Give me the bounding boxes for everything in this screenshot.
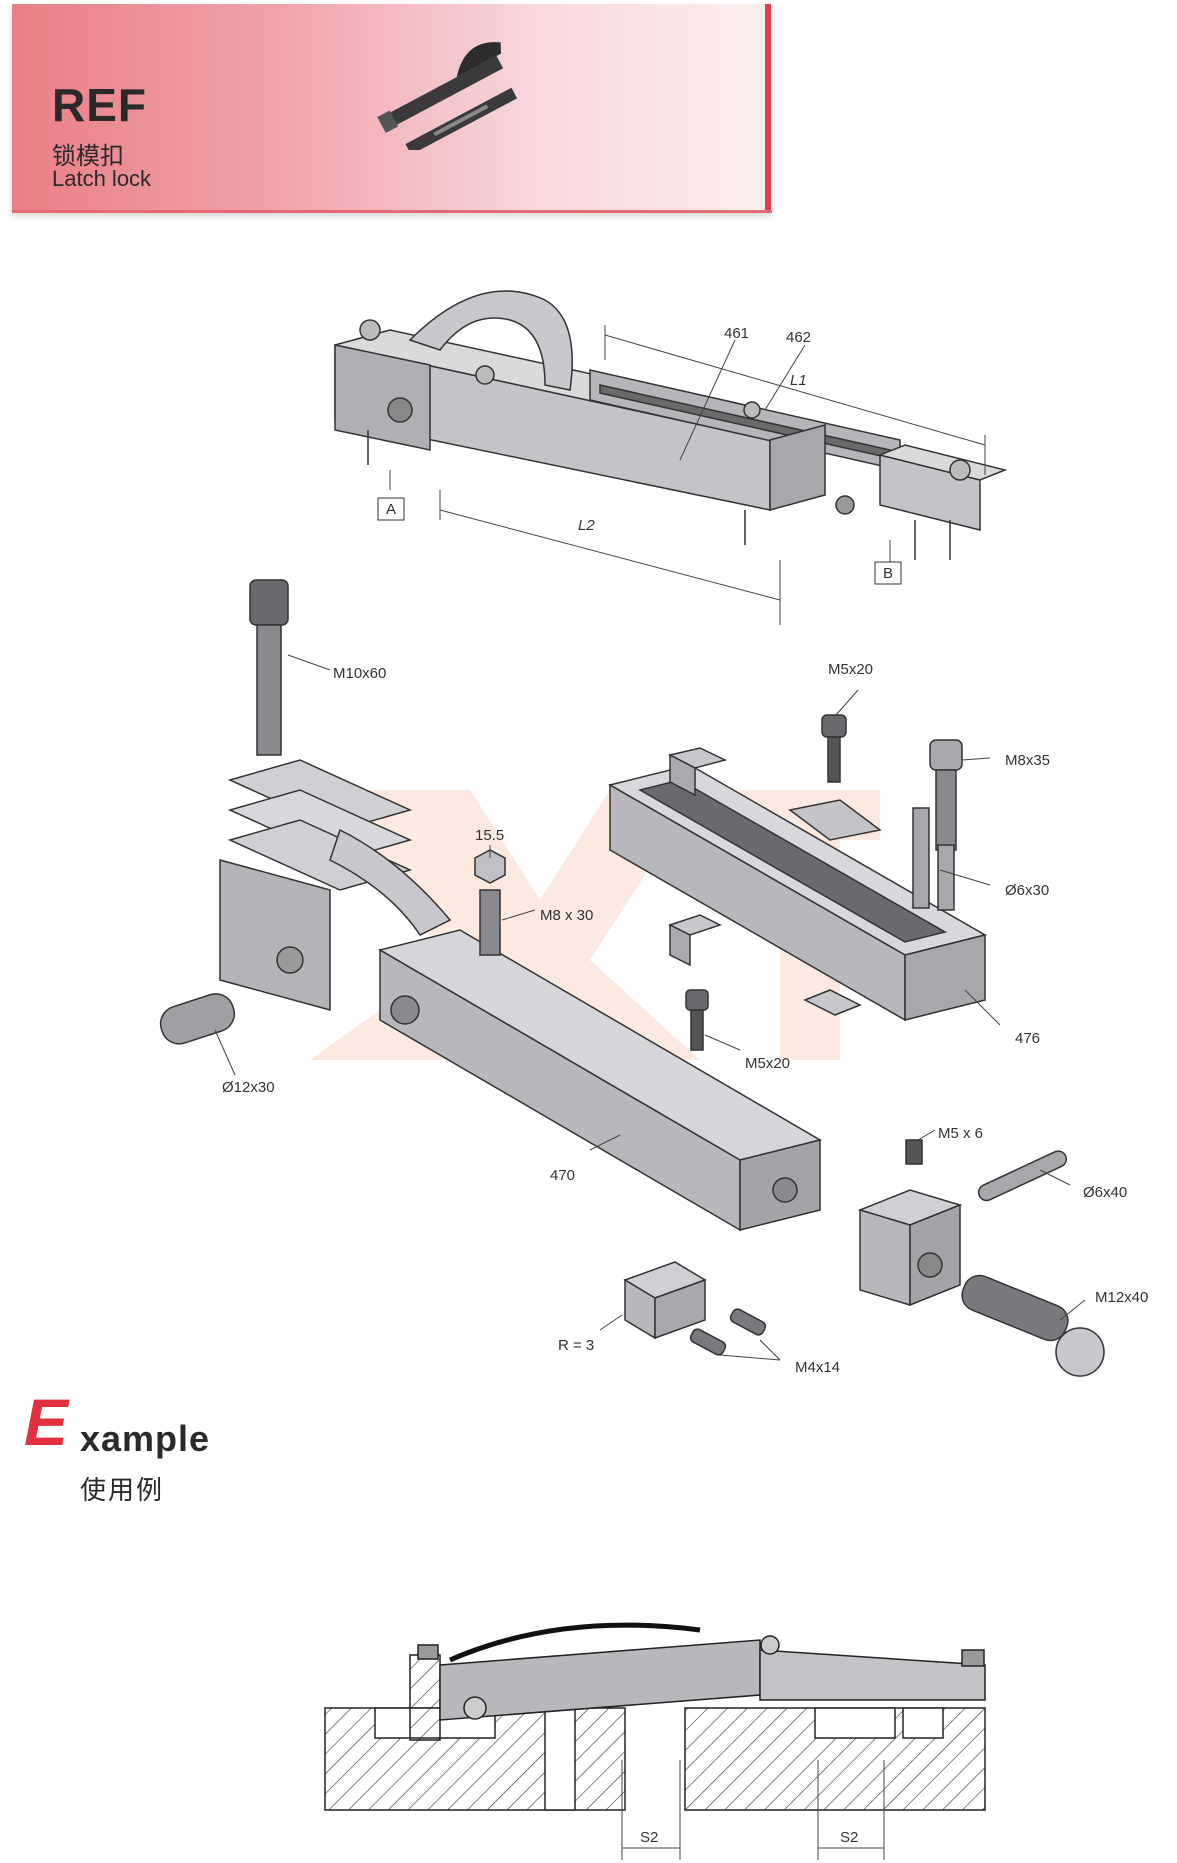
product-code: REF [52,79,147,131]
example-dimension-lines [621,1760,885,1860]
example-dim-s2-left: S2 [640,1829,658,1846]
dimension-l2: L2 [578,517,595,534]
example-heading-initial: E [24,1385,69,1459]
label-bolt-m10x60: M10x60 [333,665,386,682]
label-nut-15-5: 15.5 [475,827,504,844]
label-bolt-m8x35: M8x35 [1005,752,1050,769]
label-pin-6x40: Ø6x40 [1083,1184,1127,1201]
dimension-l1: L1 [790,372,807,389]
datum-a-label: A [386,501,396,518]
example-heading-cn: 使用例 [80,1475,165,1505]
label-set-screw-m5x6: M5 x 6 [938,1125,983,1142]
label-radius-r3: R = 3 [558,1337,594,1354]
example-section-drawing [324,1622,986,1811]
label-screw-m5x20-mid: M5x20 [745,1055,790,1072]
datum-b-label: B [883,565,893,582]
label-part-470: 470 [550,1167,575,1184]
example-heading: xample [80,1418,211,1459]
product-name-cn: 锁模扣 [52,143,124,170]
example-dim-s2-right: S2 [840,1829,858,1846]
label-part-476: 476 [1015,1030,1040,1047]
exploded-parts-drawing [159,579,1105,1377]
label-bolt-m12x40: M12x40 [1095,1289,1148,1306]
assembly-dimension-lines [389,325,986,625]
exploded-leader-lines [214,654,1086,1361]
datum-box-a [377,497,405,521]
label-part-461: 461 [724,325,749,342]
label-screw-m5x20-top: M5x20 [828,661,873,678]
label-pin-12x30: Ø12x30 [222,1079,275,1096]
label-part-462: 462 [786,329,811,346]
product-name-en: Latch lock [52,166,152,191]
label-pin-6x30: Ø6x30 [1005,882,1049,899]
product-thumbnail [377,42,518,150]
header-accent-edge [765,4,771,210]
header-band [12,4,772,213]
label-stud-m8x30: M8 x 30 [540,907,593,924]
assembled-latch-drawing [334,290,1008,560]
datum-box-b [874,561,902,585]
label-screw-m4x14: M4x14 [795,1359,840,1376]
